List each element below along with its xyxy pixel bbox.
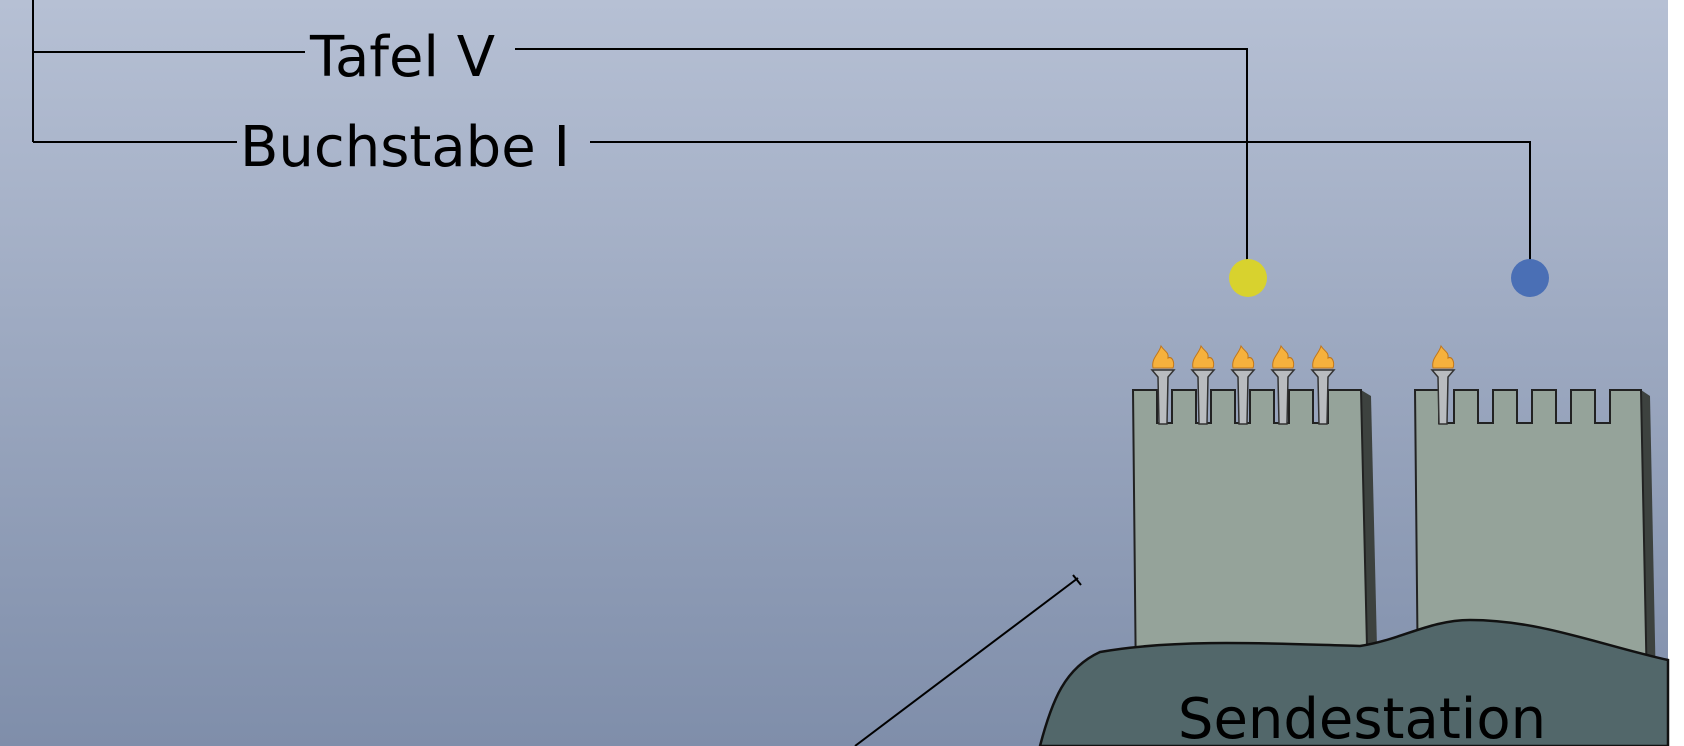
left-tower-torches	[1150, 344, 1336, 425]
buchstabe-indicator-dot	[1511, 259, 1549, 297]
torch-icon	[1190, 344, 1216, 425]
torch-icon	[1270, 344, 1296, 425]
pointer-line	[854, 577, 1079, 746]
station-hill	[1038, 618, 1670, 746]
torch-icon	[1150, 344, 1176, 425]
tafel-indicator-dot	[1229, 259, 1267, 297]
connector-lines	[32, 0, 1531, 746]
right-tower	[1413, 344, 1656, 691]
right-tower-body	[1413, 389, 1649, 691]
pointer-tick	[1072, 574, 1082, 586]
right-tower-torches	[1430, 344, 1456, 425]
torch-icon	[1310, 344, 1336, 425]
buchstabe-label: Buchstabe I	[240, 115, 570, 180]
left-tower	[1131, 344, 1378, 691]
buchstabe-right-line	[590, 141, 1531, 268]
torch-icon	[1230, 344, 1256, 425]
tafel-right-line	[515, 48, 1248, 268]
left-tower-shadow	[1361, 390, 1378, 690]
torch-icon	[1430, 344, 1456, 425]
tafel-label: Tafel V	[309, 25, 495, 90]
station-label: Sendestation	[1178, 687, 1546, 746]
